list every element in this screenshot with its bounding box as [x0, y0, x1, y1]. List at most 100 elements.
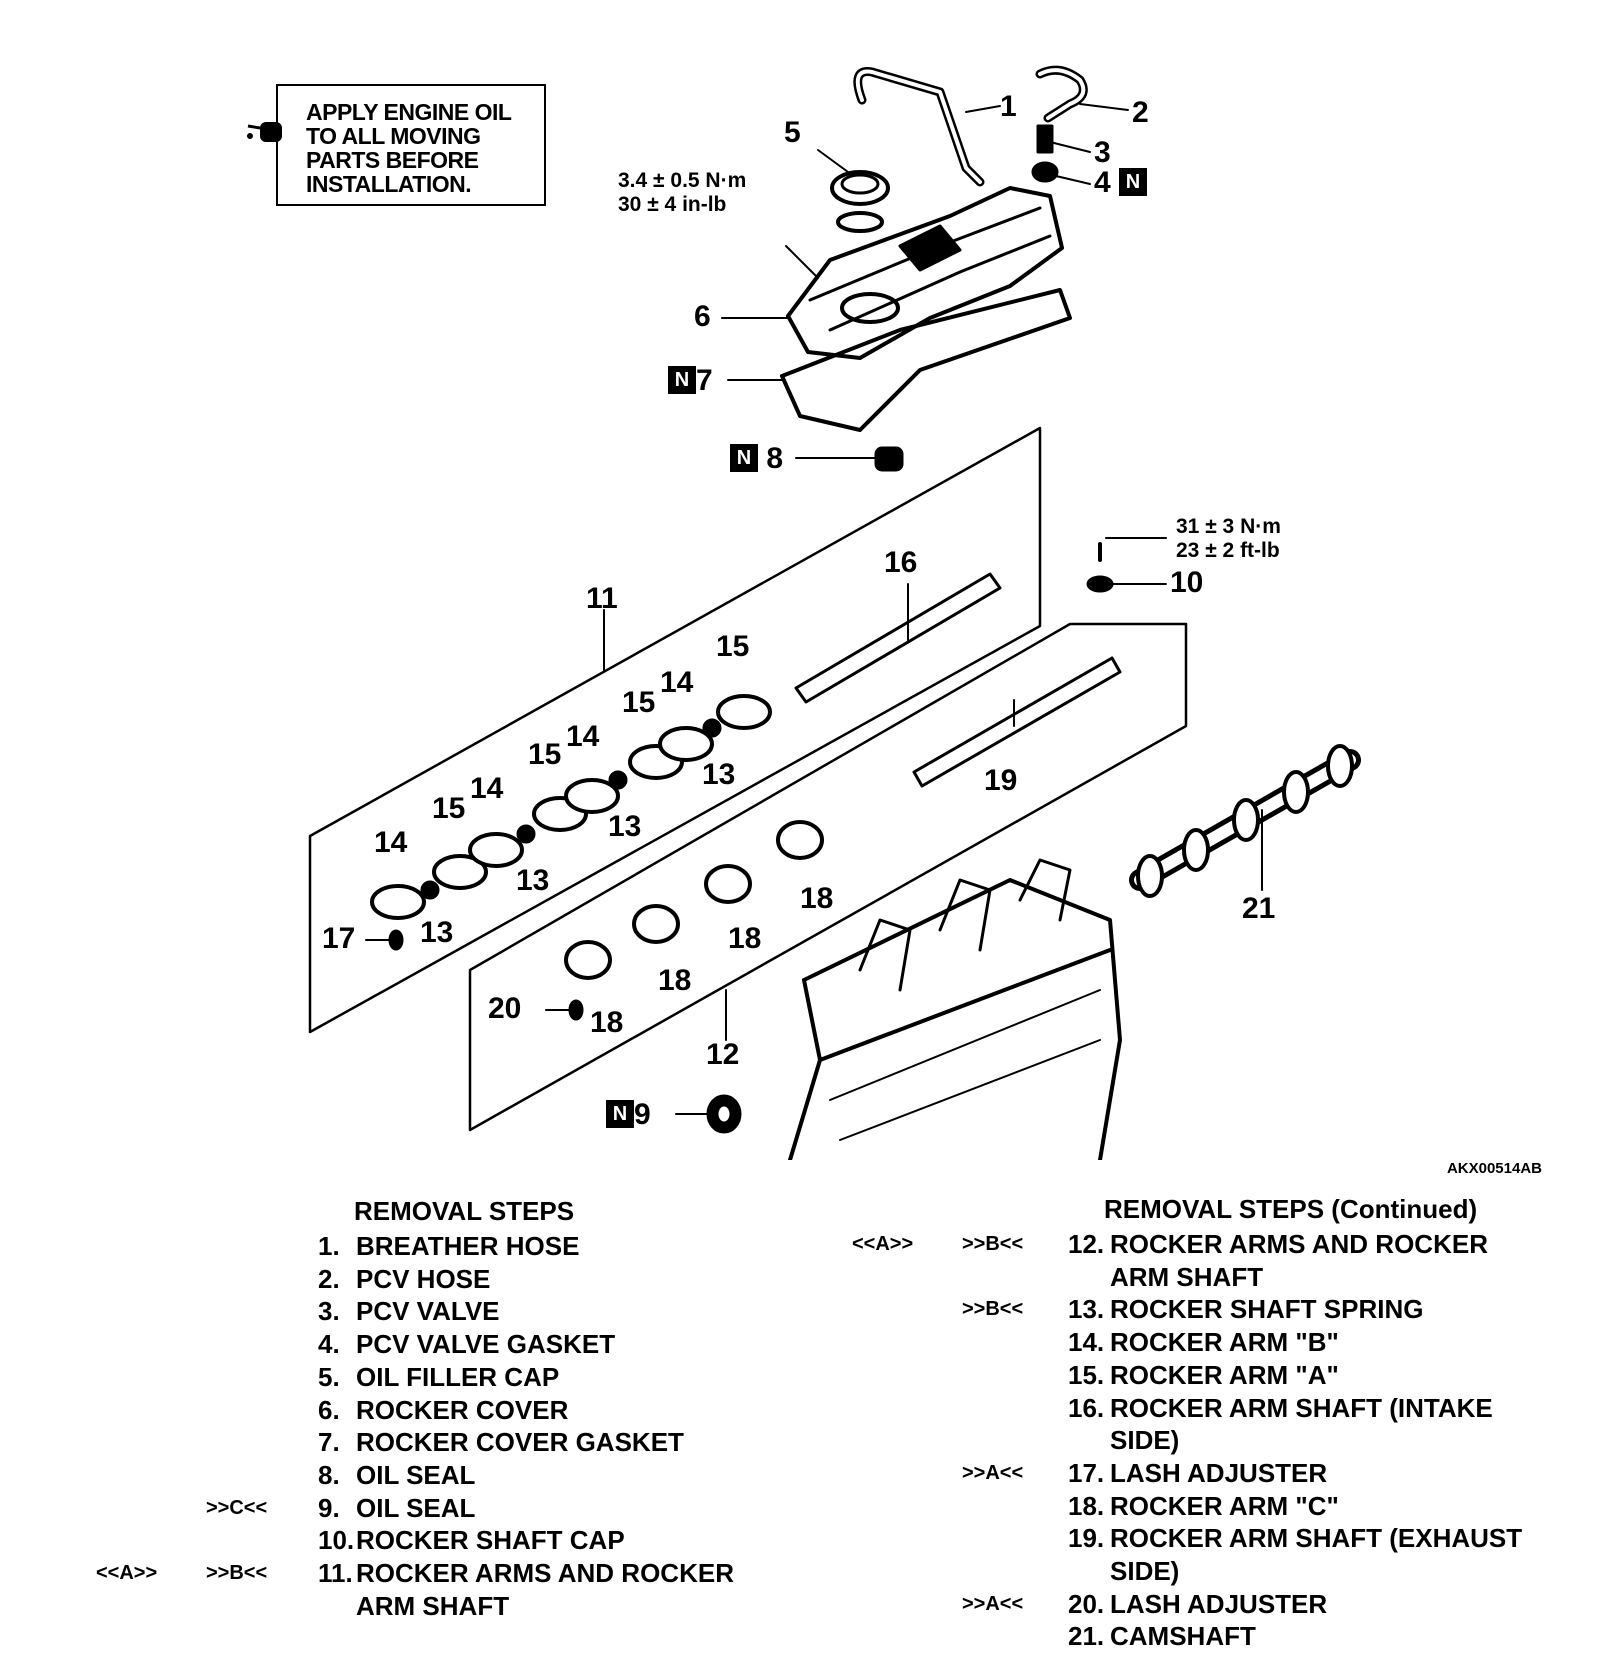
- step-tag-b: >>A<<: [962, 1461, 1024, 1484]
- cap-torque-nm: 31 ± 3 N·m: [1176, 515, 1281, 538]
- step-text: SIDE): [1110, 1425, 1180, 1456]
- step-text: ROCKER ARMS AND ROCKER: [356, 1558, 734, 1588]
- callout-18: 18: [590, 1006, 624, 1039]
- step-text: CAMSHAFT: [1110, 1621, 1256, 1652]
- note-line: APPLY ENGINE OIL: [306, 99, 512, 125]
- step-number: 18.: [1068, 1490, 1105, 1521]
- step-text: ROCKER COVER GASKET: [356, 1427, 684, 1458]
- callout-20: 20: [488, 992, 522, 1025]
- callout-15: 15: [622, 686, 656, 719]
- step-text: ROCKER ARM "B": [1110, 1327, 1339, 1358]
- figure-id: AKX00514AB: [1446, 1160, 1542, 1177]
- callout-15: 15: [716, 630, 750, 663]
- callout-16: 16: [884, 546, 918, 579]
- step-number: 20.: [1068, 1588, 1105, 1619]
- step-text: OIL SEAL: [356, 1492, 476, 1523]
- step-text: LASH ADJUSTER: [1110, 1588, 1328, 1619]
- step-tag-b: >>C<<: [206, 1496, 268, 1519]
- step-text: ROCKER ARM SHAFT (INTAKE: [1110, 1392, 1493, 1423]
- step-number: 12.: [1068, 1229, 1105, 1259]
- step-tag-b: >>B<<: [206, 1562, 268, 1584]
- callout-13: 13: [702, 758, 736, 791]
- step-text: ROCKER ARM "C": [1110, 1490, 1339, 1521]
- step-text: ARM SHAFT: [1110, 1261, 1264, 1292]
- step-text: ROCKER ARMS AND ROCKER: [1110, 1229, 1488, 1259]
- step-number: 4.: [318, 1329, 340, 1360]
- callout-8: N 8: [730, 444, 783, 474]
- callout-17: 17: [322, 922, 356, 955]
- removal-steps-continued-title: REMOVAL STEPS (Continued): [1104, 1194, 1478, 1224]
- step-number: 2.: [318, 1263, 340, 1294]
- callout-6: 6: [694, 300, 711, 333]
- step-text: SIDE): [1110, 1556, 1180, 1586]
- callout-8-label: 8: [766, 442, 784, 475]
- lash-adjuster-17-part: [388, 929, 404, 951]
- callout-4: 4 N: [1094, 166, 1148, 199]
- rocker-shaft-cap-part: [1086, 575, 1114, 593]
- note-line: TO ALL MOVING: [306, 123, 481, 149]
- exploded-view-diagram: [308, 65, 1361, 1160]
- step-text: ROCKER SHAFT SPRING: [1110, 1294, 1424, 1325]
- new-part-badge: N: [668, 366, 696, 394]
- callout-9-label: 9: [634, 1098, 651, 1131]
- callout-21: 21: [1242, 892, 1276, 925]
- new-part-badge: N: [1119, 168, 1148, 196]
- step-number: 13.: [1068, 1294, 1105, 1325]
- rocker-arm-assembly-11-frame: [308, 426, 1042, 1034]
- step-tag-a: <<A>>: [96, 1562, 158, 1584]
- rocker-arms-row: [370, 694, 772, 920]
- intake-rocker-shaft-part: [794, 572, 1002, 704]
- step-number: 6.: [318, 1394, 340, 1425]
- breather-hose-part: [853, 67, 985, 187]
- callout-12: 12: [706, 1038, 740, 1071]
- step-number: 3.: [318, 1296, 340, 1327]
- callout-14: 14: [374, 826, 408, 859]
- callout-15: 15: [432, 792, 466, 825]
- engine-oil-note: APPLY ENGINE OIL TO ALL MOVING PARTS BEF…: [276, 84, 546, 206]
- step-number: 16.: [1068, 1392, 1105, 1423]
- removal-steps-title: REMOVAL STEPS: [354, 1196, 575, 1226]
- step-text: OIL SEAL: [356, 1459, 476, 1490]
- lash-adjuster-20-part: [568, 999, 584, 1021]
- step-text: ARM SHAFT: [356, 1590, 510, 1621]
- note-line: INSTALLATION.: [306, 171, 472, 197]
- callout-18: 18: [658, 964, 692, 997]
- callout-14: 14: [470, 772, 504, 805]
- callout-15: 15: [528, 738, 562, 771]
- step-number: 1.: [318, 1231, 340, 1261]
- step-number: 14.: [1068, 1327, 1105, 1358]
- rocker-arm-assembly-12-frame: [468, 622, 1188, 1132]
- step-number: 17.: [1068, 1457, 1105, 1488]
- callout-1: 1: [1000, 90, 1017, 123]
- step-text: PCV VALVE: [356, 1296, 500, 1327]
- step-tag-a: <<A>>: [852, 1233, 914, 1255]
- oil-filler-cap-part: [830, 170, 890, 206]
- step-number: 15.: [1068, 1359, 1105, 1390]
- step-text: ROCKER COVER: [356, 1394, 569, 1425]
- step-number: 10.: [318, 1525, 355, 1556]
- cover-torque-nm: 3.4 ± 0.5 N·m: [618, 169, 747, 192]
- callout-4-label: 4: [1094, 166, 1111, 199]
- note-line: PARTS BEFORE: [306, 147, 479, 173]
- step-text: BREATHER HOSE: [356, 1231, 580, 1261]
- step-number: 7.: [318, 1427, 340, 1458]
- callout-14: 14: [566, 720, 600, 753]
- step-tag-b: >>B<<: [962, 1298, 1024, 1321]
- callout-7-label: 7: [696, 364, 713, 397]
- exhaust-rocker-shaft-part: [912, 656, 1122, 788]
- step-number: 9.: [318, 1492, 340, 1523]
- callout-13: 13: [516, 864, 550, 897]
- callout-13: 13: [608, 810, 642, 843]
- callout-3: 3: [1094, 136, 1111, 169]
- new-part-badge: N: [606, 1100, 634, 1128]
- step-number: 21.: [1068, 1621, 1105, 1652]
- rocker-cover-part: [786, 186, 1064, 360]
- rocker-arms-c-row: [564, 820, 824, 980]
- pcv-valve-part: [1036, 124, 1054, 154]
- callout-13: 13: [420, 916, 454, 949]
- callout-5: 5: [784, 116, 801, 149]
- step-number: 19.: [1068, 1523, 1105, 1554]
- step-text: ROCKER SHAFT CAP: [356, 1525, 625, 1556]
